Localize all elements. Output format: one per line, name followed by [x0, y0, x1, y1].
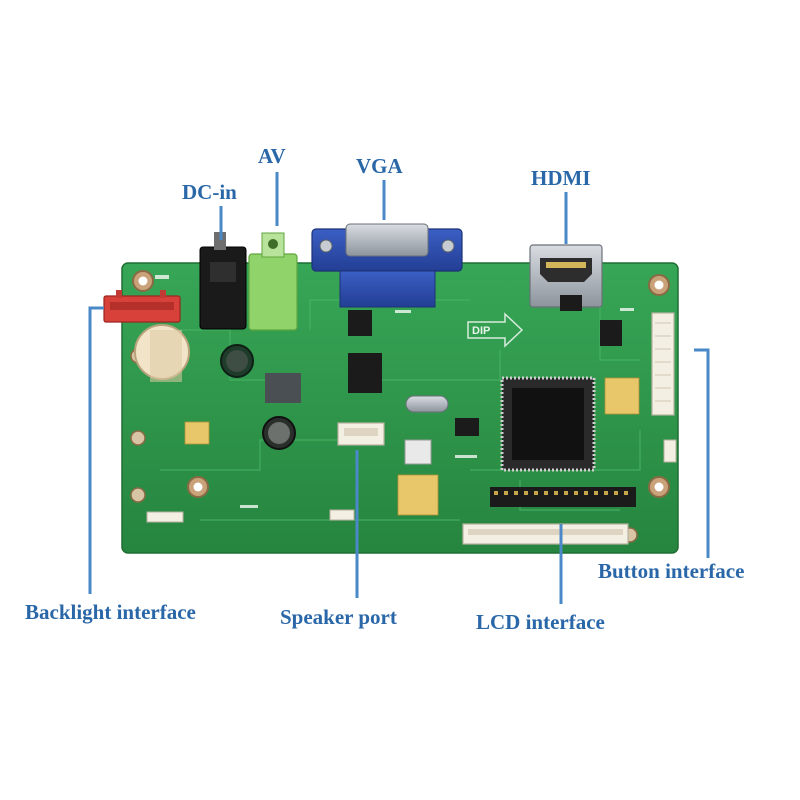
label-lcd-interface: LCD interface [476, 610, 605, 634]
solder-pads [184, 377, 640, 516]
label-vga: VGA [356, 154, 403, 178]
pcb-board [121, 262, 679, 554]
leader-line-button [694, 348, 710, 558]
label-backlight-interface: Backlight interface [25, 600, 196, 624]
lcd-fpc-connector [462, 523, 629, 545]
hdmi-connector [529, 244, 603, 308]
ic-chips [265, 295, 622, 465]
dip-marking: DIP [467, 312, 524, 348]
label-button-interface: Button interface [598, 559, 745, 583]
label-av: AV [258, 144, 286, 168]
main-processor-chip [500, 376, 596, 472]
label-speaker-port: Speaker port [280, 605, 397, 629]
vga-connector [311, 223, 463, 308]
dc-in-jack [199, 232, 247, 330]
dip-label: DIP [472, 325, 490, 337]
label-hdmi: HDMI [531, 166, 591, 190]
speaker-connector [337, 422, 385, 446]
leader-line-backlight [88, 306, 104, 594]
backlight-connector [103, 290, 181, 323]
leader-lines [88, 172, 710, 604]
av-jack [248, 232, 298, 331]
capacitors [220, 344, 296, 450]
small-connectors [146, 439, 677, 523]
round-buzzer [134, 324, 190, 382]
lcd-pin-header [490, 487, 636, 507]
label-dc-in: DC-in [182, 180, 237, 204]
crystal [405, 395, 449, 413]
button-connector [651, 312, 675, 416]
